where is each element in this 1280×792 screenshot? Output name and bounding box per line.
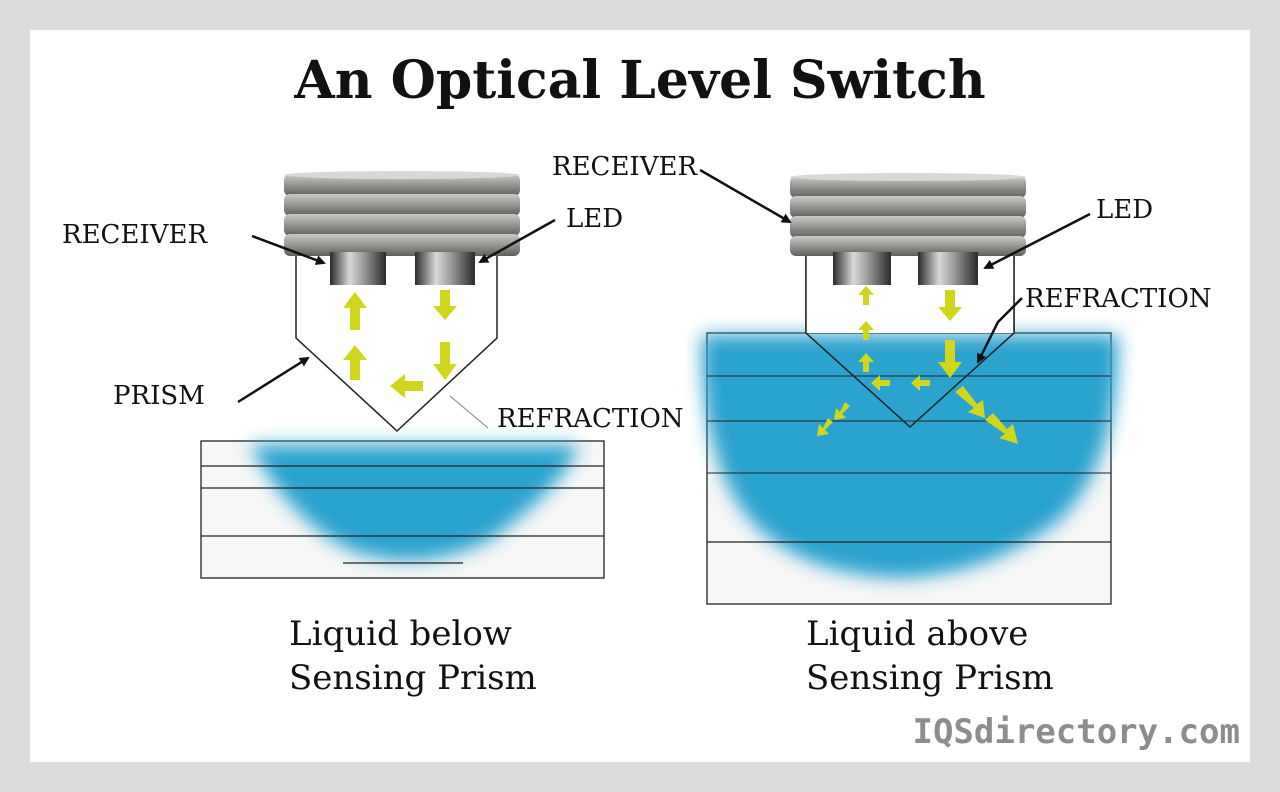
right-led-cylinder [918,252,978,285]
left-caption: Liquid below Sensing Prism [289,612,537,700]
left-refraction-label: REFRACTION [497,404,684,434]
right-refraction-label: REFRACTION [1025,284,1212,314]
left-liquid [250,445,580,561]
left-receiver-label: RECEIVER [62,220,208,250]
right-receiver-cylinder [833,252,891,285]
left-led-cylinder [415,252,475,285]
right-illustration: RECEIVER LED REFRACTION [552,152,1212,605]
left-receiver-cylinder [330,252,386,285]
right-led-label: LED [1096,195,1153,225]
left-illustration: RECEIVER LED PRISM REFRACTION [62,171,684,579]
right-liquid [701,335,1119,578]
left-light-path [343,290,457,398]
right-caption: Liquid above Sensing Prism [806,612,1054,700]
right-caption-line2: Sensing Prism [806,658,1054,698]
brand-watermark: IQSdirectory.com [912,712,1240,752]
right-caption-line1: Liquid above [806,614,1029,654]
right-housing [790,173,1026,256]
right-light-path [817,286,1018,444]
left-led-label: LED [566,204,623,234]
left-caption-line2: Sensing Prism [289,658,537,698]
diagram-title: An Optical Level Switch [294,50,986,111]
left-housing [284,171,520,256]
left-prism-label: PRISM [113,381,205,411]
left-caption-line1: Liquid below [289,614,512,654]
right-receiver-label: RECEIVER [552,152,698,182]
